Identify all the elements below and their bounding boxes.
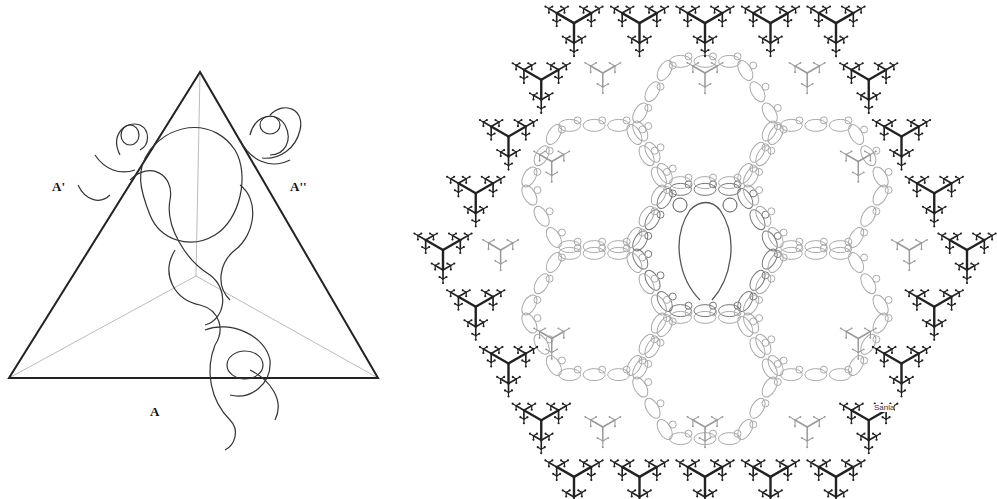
- signature: Sanla: [874, 404, 894, 412]
- vertex-label: A: [150, 405, 159, 418]
- vertex-label: A': [52, 180, 65, 193]
- fractal-tiling: [413, 6, 996, 499]
- triangle-figure: [9, 72, 378, 450]
- vertex-label: A'': [290, 180, 307, 193]
